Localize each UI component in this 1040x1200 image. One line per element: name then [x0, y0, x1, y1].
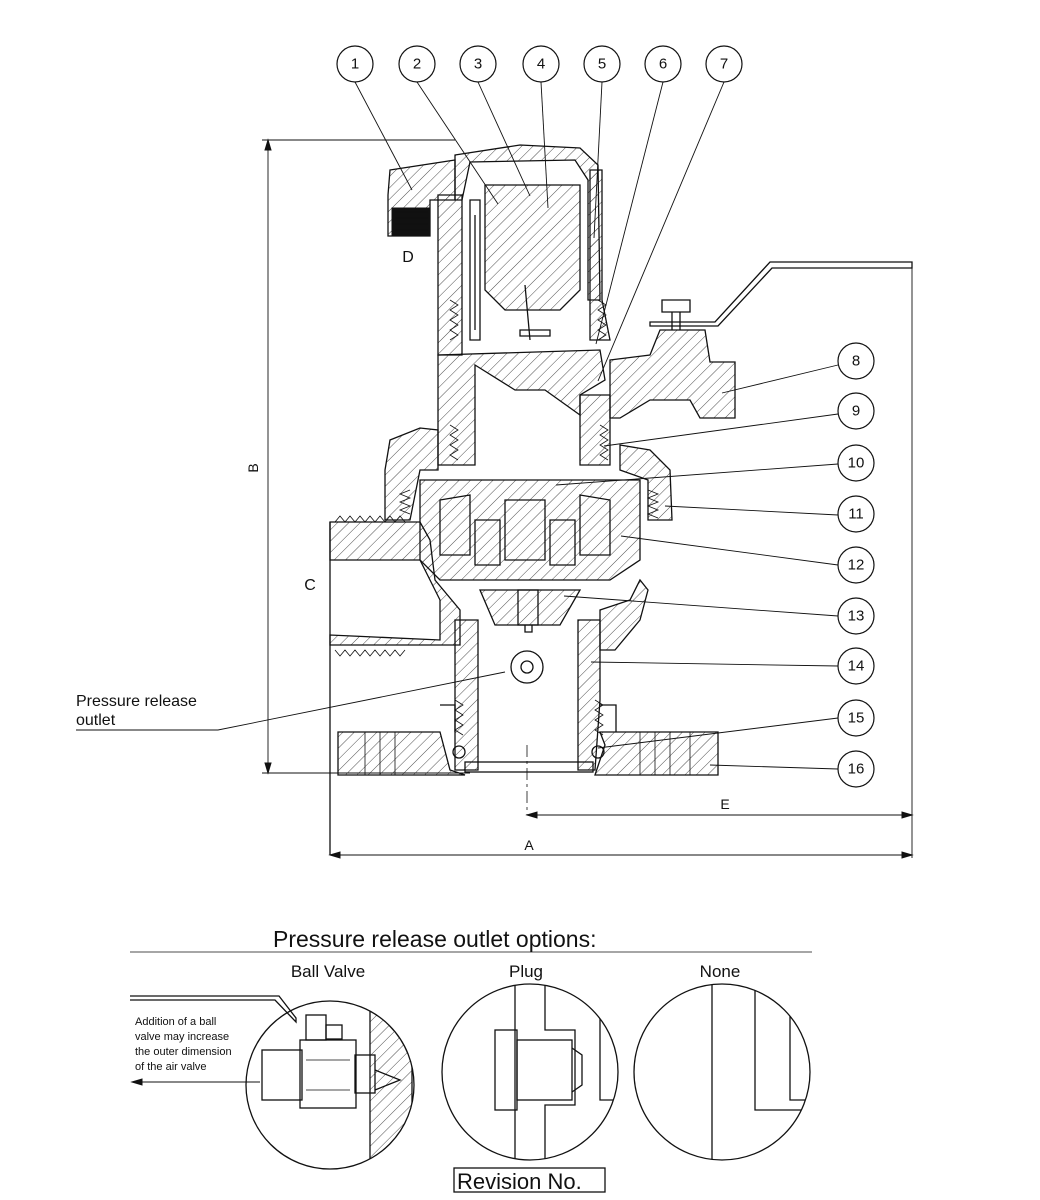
balloon-10: 10	[837, 444, 875, 482]
revision-box: Revision No.	[453, 1167, 606, 1194]
option-plug-label: Plug	[509, 962, 543, 981]
part-balloons: 1 2 3 4 5 6 7 8 9 10 11 12 13 14 15 16	[336, 45, 875, 788]
dimension-d-label: D	[402, 249, 414, 266]
svg-text:12: 12	[848, 557, 865, 574]
revision-label: Revision No.	[457, 1169, 582, 1194]
svg-text:7: 7	[720, 56, 728, 73]
balloon-16: 16	[837, 750, 875, 788]
balloon-13: 13	[837, 597, 875, 635]
svg-text:9: 9	[852, 403, 860, 420]
balloon-12: 12	[837, 546, 875, 584]
balloon-8: 8	[837, 342, 875, 380]
note-line-2: valve may increase	[135, 1031, 229, 1043]
svg-text:2: 2	[413, 56, 421, 73]
balloon-1: 1	[336, 45, 374, 83]
pressure-release-callout: Pressure release outlet	[76, 693, 197, 729]
balloon-7: 7	[705, 45, 743, 83]
balloon-leaders	[76, 81, 839, 770]
svg-text:13: 13	[848, 608, 865, 625]
dimension-e-label: E	[720, 796, 729, 812]
svg-text:4: 4	[537, 56, 545, 73]
callout-line-1: Pressure release	[76, 693, 197, 710]
dimension-lines	[262, 138, 914, 859]
svg-text:15: 15	[848, 710, 865, 727]
svg-text:10: 10	[848, 455, 865, 472]
note-line-3: the outer dimension	[135, 1046, 232, 1058]
valve-body-section	[329, 144, 913, 855]
dimension-c-label: C	[304, 577, 316, 594]
option-ball-valve-label: Ball Valve	[291, 962, 365, 981]
balloon-4: 4	[522, 45, 560, 83]
options-title: Pressure release outlet options:	[273, 926, 596, 952]
outlet-options: Pressure release outlet options: Ball Va…	[130, 926, 812, 1170]
svg-text:6: 6	[659, 56, 667, 73]
balloon-11: 11	[837, 495, 875, 533]
balloon-6: 6	[644, 45, 682, 83]
balloon-5: 5	[583, 45, 621, 83]
svg-text:14: 14	[848, 658, 865, 675]
callout-line-2: outlet	[76, 712, 116, 729]
balloon-9: 9	[837, 392, 875, 430]
svg-text:11: 11	[848, 506, 864, 523]
svg-text:16: 16	[848, 761, 865, 778]
balloon-2: 2	[398, 45, 436, 83]
dimension-labels: B C D E A	[245, 249, 730, 853]
svg-text:1: 1	[351, 56, 359, 73]
svg-text:8: 8	[852, 353, 860, 370]
note-line-4: of the air valve	[135, 1061, 207, 1073]
balloon-3: 3	[459, 45, 497, 83]
svg-text:3: 3	[474, 56, 482, 73]
none-detail	[633, 983, 811, 1161]
dimension-b-label: B	[245, 463, 261, 472]
balloon-15: 15	[837, 699, 875, 737]
balloon-14: 14	[837, 647, 875, 685]
dimension-a-label: A	[524, 837, 534, 853]
option-none-label: None	[700, 962, 741, 981]
svg-text:5: 5	[598, 56, 606, 73]
ball-valve-detail: Addition of a ball valve may increase th…	[130, 995, 415, 1170]
note-line-1: Addition of a ball	[135, 1016, 216, 1028]
plug-detail	[441, 983, 619, 1161]
